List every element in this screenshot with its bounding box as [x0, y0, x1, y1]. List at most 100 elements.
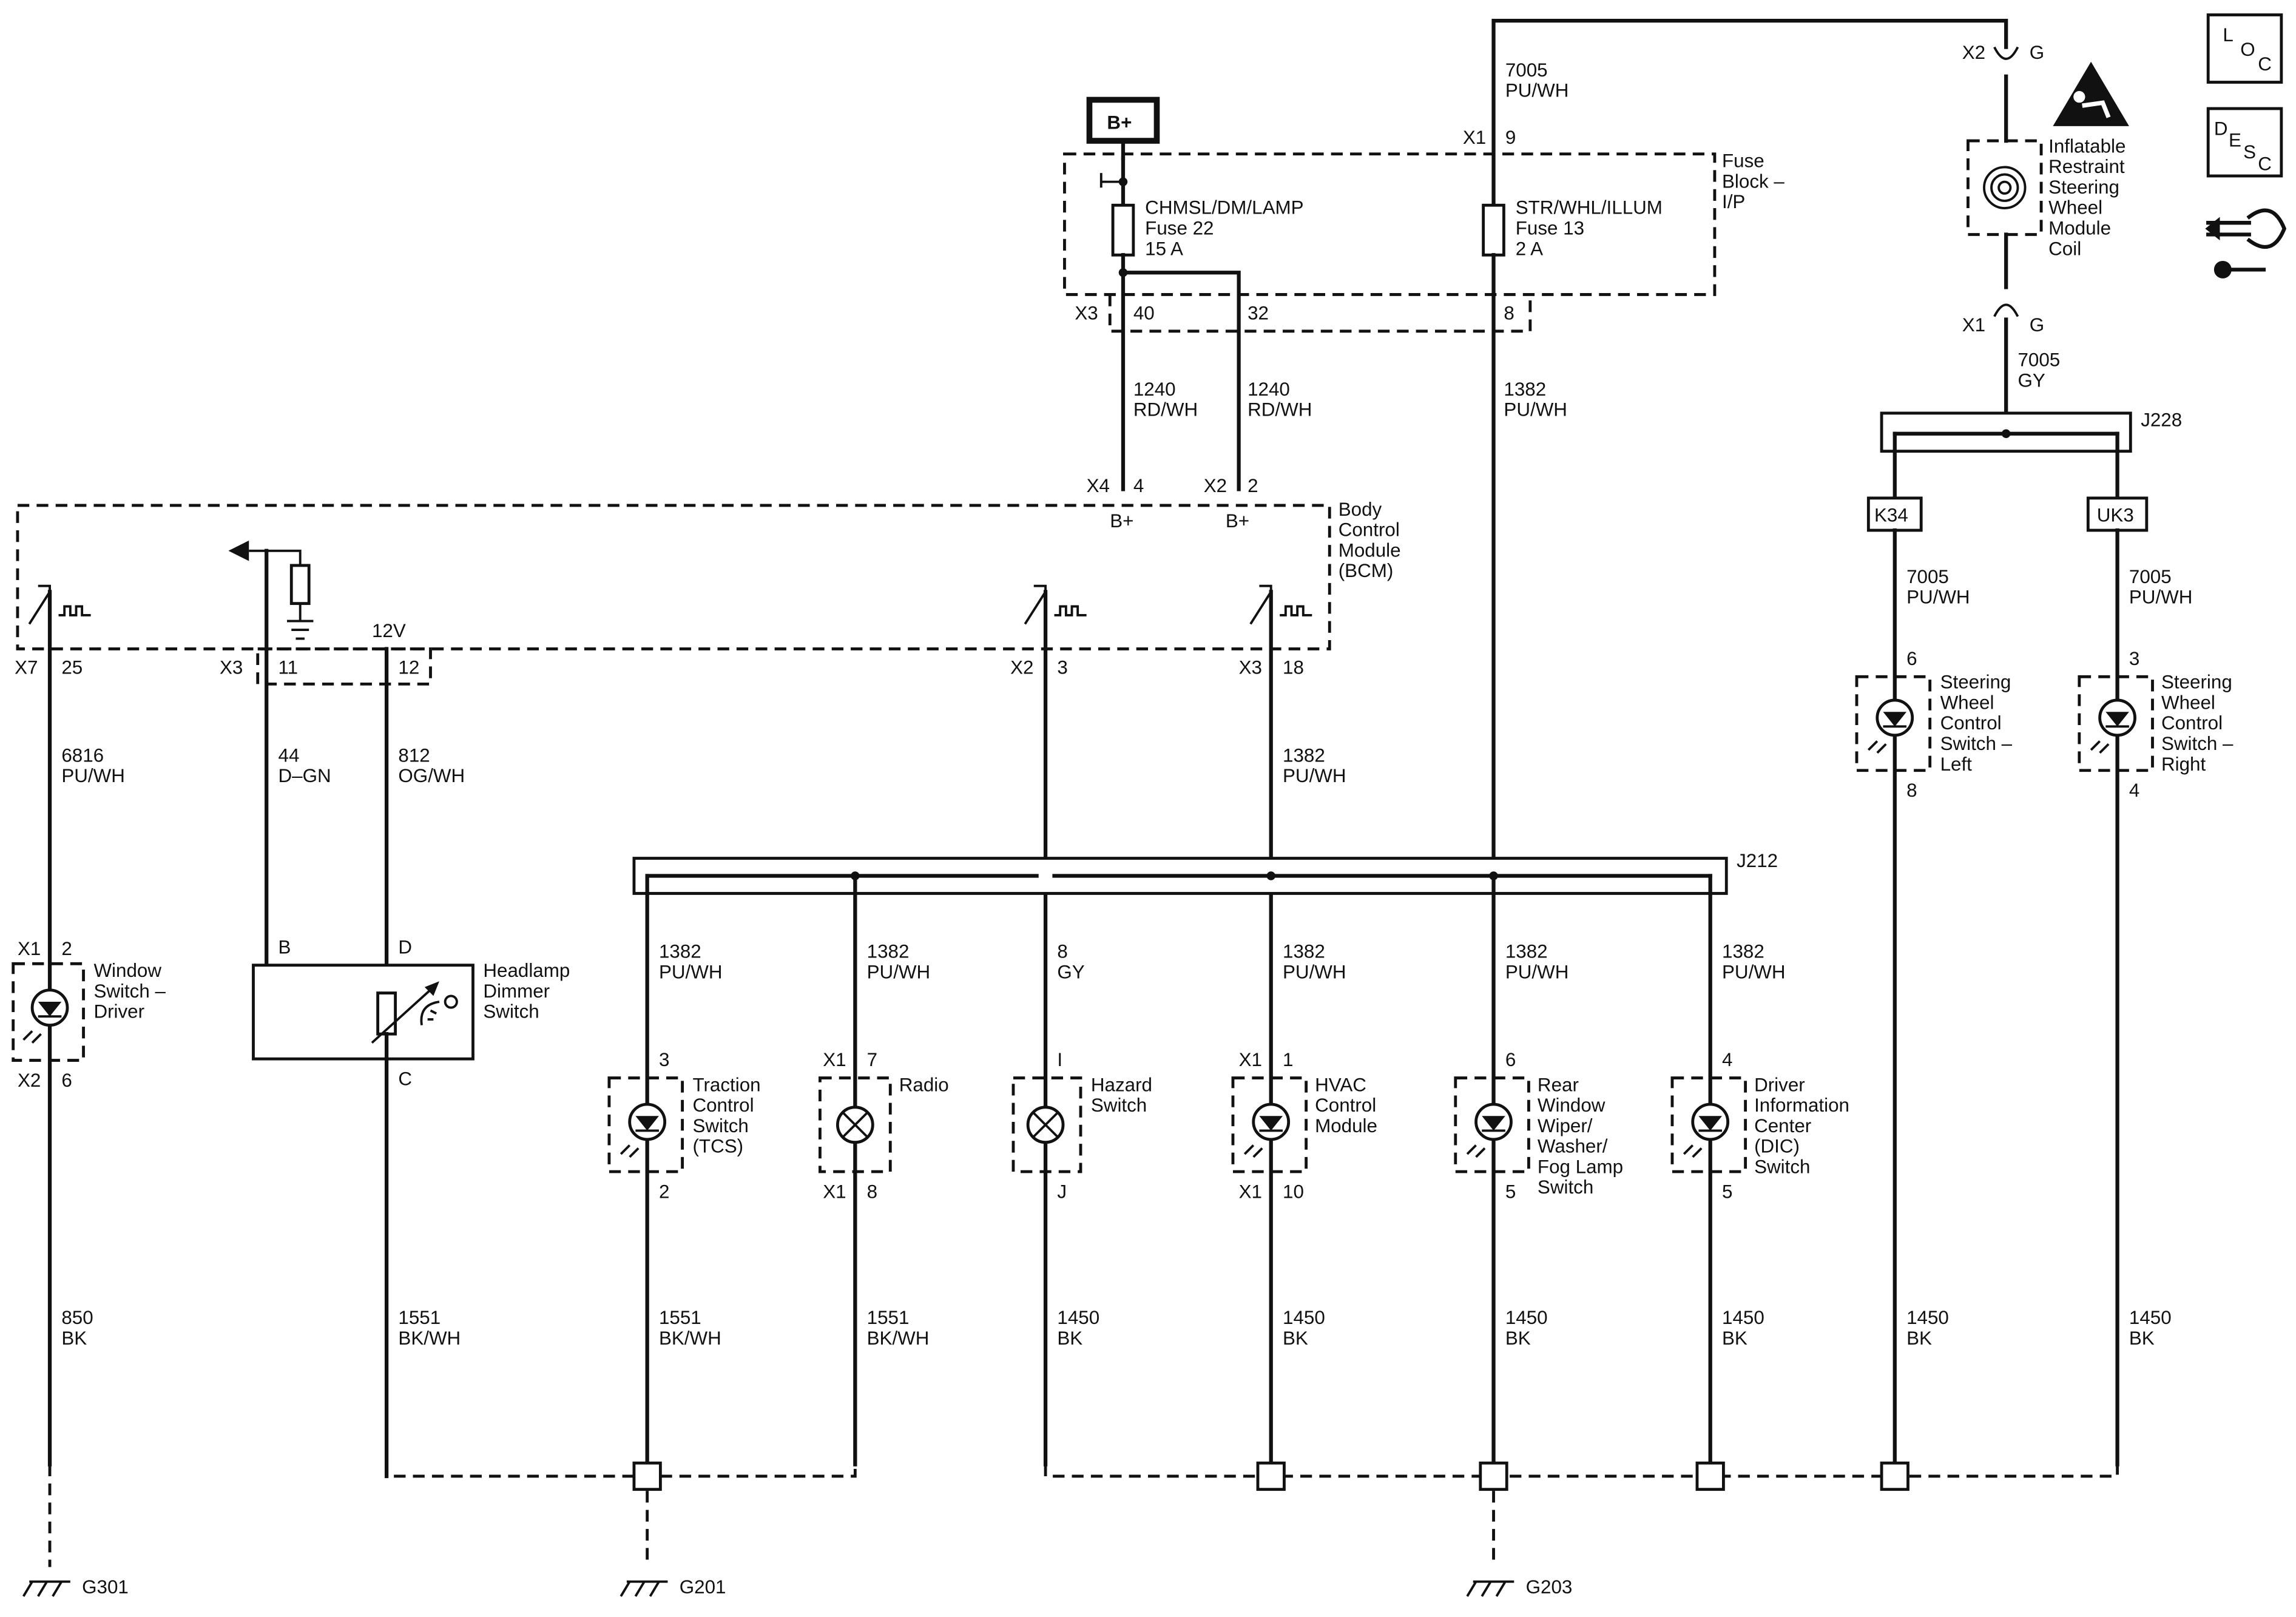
k34-label: K34 — [1874, 505, 1908, 526]
wire-7005-top-label: 7005 PU/WH — [1505, 59, 1569, 101]
pin-x3-18: 18 — [1283, 657, 1304, 678]
pin-rear-top: 6 — [1505, 1049, 1516, 1070]
pin-x1-9: 9 — [1505, 127, 1516, 148]
pin-headlamp-b: B — [279, 936, 291, 957]
wire-1450-hvac-label: 1450 BK — [1283, 1307, 1330, 1349]
pin-x2-g-top: G — [2030, 42, 2044, 63]
pin-radio-bot-connector: X1 — [823, 1181, 846, 1202]
pin-hvac-top: 1 — [1283, 1049, 1293, 1070]
desc-button[interactable]: D E S C — [2206, 107, 2283, 178]
ground-splice-g201 — [632, 1461, 662, 1491]
pin-window-top: 2 — [61, 938, 72, 959]
pin-x7-connector: X7 — [15, 657, 38, 678]
j212-label: J212 — [1737, 850, 1778, 871]
pin-rear-bot: 5 — [1505, 1181, 1516, 1202]
ground-icon-g301 — [22, 1580, 70, 1597]
hazard-lamp — [1011, 1076, 1082, 1173]
bcm-input-switch-x7 — [28, 584, 91, 625]
bcm-12v-label: 12V — [372, 620, 406, 641]
fuse13-label: STR/WHL/ILLUM Fuse 13 2 A — [1516, 197, 1668, 260]
wire-1551-radio-label: 1551 BK/WH — [867, 1307, 930, 1349]
window-switch-lamp — [12, 962, 85, 1062]
wire-1450-hazard-label: 1450 BK — [1057, 1307, 1104, 1349]
pin-x3-11: 11 — [279, 657, 299, 678]
pin-swl-top: 6 — [1906, 648, 1917, 669]
swc-right-label: Steering Wheel Control Switch – Right — [2161, 672, 2238, 775]
loc-letter-o: O — [2240, 39, 2255, 60]
fuse13-symbol — [1482, 203, 1505, 257]
desc-letter-d: D — [2214, 118, 2228, 139]
wire-1240-b-label: 1240 RD/WH — [1248, 379, 1312, 420]
pin-dic-bot: 5 — [1722, 1181, 1732, 1202]
pin-40: 40 — [1133, 302, 1155, 323]
pin-headlamp-c: C — [398, 1068, 412, 1090]
pin-radio-top-connector: X1 — [823, 1049, 846, 1070]
headlamp-switch-box — [252, 964, 474, 1061]
pin-swl-bot: 8 — [1906, 780, 1917, 801]
airbag-coil-outline — [1967, 139, 2043, 236]
wire-1382-tcs-label: 1382 PU/WH — [659, 941, 723, 983]
dic-label: Driver Information Center (DIC) Switch — [1754, 1074, 1855, 1177]
pin-dic-top: 4 — [1722, 1049, 1732, 1070]
wire-1382-radio-label: 1382 PU/WH — [867, 941, 931, 983]
pin-x3-18-connector: X3 — [1239, 657, 1262, 678]
fuse-block-outline — [1063, 152, 1717, 296]
headlamp-switch-label: Headlamp Dimmer Switch — [483, 960, 575, 1022]
pin-x3-fuseblock: X3 — [1075, 302, 1098, 323]
pin-hvac-top-connector: X1 — [1239, 1049, 1262, 1070]
wire-1382-fuse-label: 1382 PU/WH — [1504, 379, 1567, 420]
swc-left-lamp — [1855, 675, 1932, 772]
wire-7005-gy-label: 7005 GY — [2017, 349, 2065, 391]
pin-x1-g: G — [2030, 314, 2044, 336]
pin-x4-connector: X4 — [1087, 475, 1110, 496]
pin-x2-3-connector: X2 — [1010, 657, 1033, 678]
pin-hazard-top: I — [1057, 1049, 1062, 1070]
fuse22-symbol — [1111, 203, 1135, 257]
wire-7005-k34-label: 7005 PU/WH — [1906, 566, 1970, 608]
ground-icon-g201 — [620, 1580, 668, 1597]
tcs-label: Traction Control Switch (TCS) — [692, 1074, 766, 1156]
wire-850-label: 850 BK — [61, 1307, 98, 1349]
pin-hvac-bot-connector: X1 — [1239, 1181, 1262, 1202]
pin-x2-3: 3 — [1057, 657, 1067, 678]
ground-label-g301: G301 — [82, 1576, 129, 1598]
uk3-label: UK3 — [2097, 505, 2134, 526]
wire-1382-hvac-label: 1382 PU/WH — [1283, 941, 1346, 983]
pin-radio-bot: 8 — [867, 1181, 877, 1202]
pin-x2-g-top-connector: X2 — [1962, 42, 1985, 63]
hvac-label: HVAC Control Module — [1315, 1074, 1382, 1136]
wire-1240-a-label: 1240 RD/WH — [1133, 379, 1198, 420]
desc-letter-e: E — [2229, 130, 2241, 151]
wire-7005-uk3-label: 7005 PU/WH — [2129, 566, 2193, 608]
pin-swr-top: 3 — [2129, 648, 2139, 669]
j228-label: J228 — [2141, 410, 2182, 431]
pin-radio-top: 7 — [867, 1049, 877, 1070]
loc-letter-l: L — [2223, 24, 2233, 46]
x3-connector-outline — [1108, 294, 1532, 333]
tcs-lamp — [607, 1076, 684, 1173]
fuse-block-label: Fuse Block – I/P — [1722, 150, 1790, 212]
pin-window-bot-connector: X2 — [18, 1070, 41, 1091]
fuse22-label: CHMSL/DM/LAMP Fuse 22 15 A — [1145, 197, 1309, 260]
radio-lamp — [819, 1076, 892, 1173]
airbag-coil-label: Inflatable Restraint Steering Wheel Modu… — [2048, 135, 2131, 259]
rear-wiper-label: Rear Window Wiper/ Washer/ Fog Lamp Swit… — [1538, 1074, 1629, 1198]
wire-1450-dic-label: 1450 BK — [1722, 1307, 1769, 1349]
wire-1551-tcs-label: 1551 BK/WH — [659, 1307, 721, 1349]
connector-nav-icon[interactable] — [2205, 208, 2287, 279]
airbag-warning-icon — [2053, 61, 2129, 126]
pin-x3-11-connector: X3 — [220, 657, 243, 678]
dic-lamp — [1670, 1076, 1747, 1173]
pin-x1-9-connector: X1 — [1463, 127, 1486, 148]
pin-x7-25: 25 — [61, 657, 83, 678]
wire-1382-rear-label: 1382 PU/WH — [1505, 941, 1569, 983]
bcm-bplus-a: B+ — [1110, 510, 1133, 532]
loc-button[interactable]: L O C — [2206, 13, 2283, 84]
bcm-label: Body Control Module (BCM) — [1339, 499, 1406, 581]
ground-bus-g201 — [385, 1464, 857, 1478]
ground-splice-swc — [1880, 1461, 1909, 1491]
hvac-lamp — [1231, 1076, 1308, 1173]
pin-8: 8 — [1504, 302, 1514, 323]
wire-1382-bcm-label: 1382 PU/WH — [1283, 744, 1346, 786]
wire-1551-hd-label: 1551 BK/WH — [398, 1307, 461, 1349]
